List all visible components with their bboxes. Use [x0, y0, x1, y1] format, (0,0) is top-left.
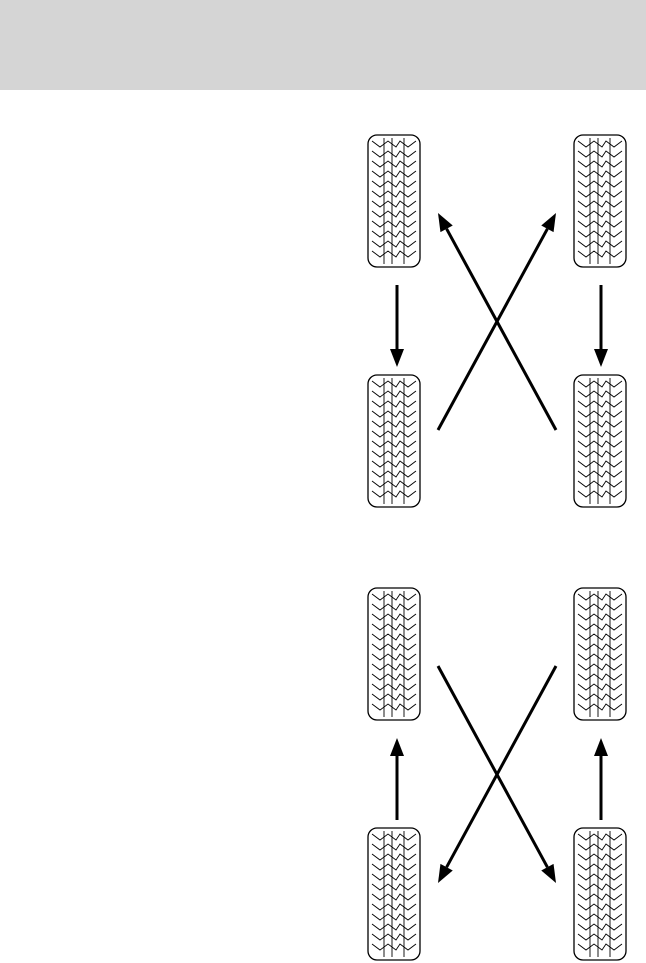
tire-front-right — [574, 135, 626, 267]
tire-rear-right — [574, 828, 626, 960]
tire-rotation-diagram-top — [330, 125, 646, 515]
rotation-diagram-svg-bottom — [330, 578, 646, 963]
tire-front-left — [368, 135, 420, 267]
tire-rear-right — [574, 375, 626, 507]
arrow-front-left-to-rear-left — [390, 285, 404, 367]
tire-rear-left — [368, 828, 420, 960]
tire-front-left — [368, 588, 420, 720]
page-header-bar — [0, 0, 646, 90]
rotation-diagram-svg-top — [330, 125, 646, 515]
tire-rotation-diagram-bottom — [330, 578, 646, 963]
tire-front-right — [574, 588, 626, 720]
arrow-rear-right-to-front-right — [594, 738, 608, 820]
arrow-front-right-to-rear-right — [594, 285, 608, 367]
tire-rear-left — [368, 375, 420, 507]
arrow-rear-left-to-front-left — [390, 738, 404, 820]
